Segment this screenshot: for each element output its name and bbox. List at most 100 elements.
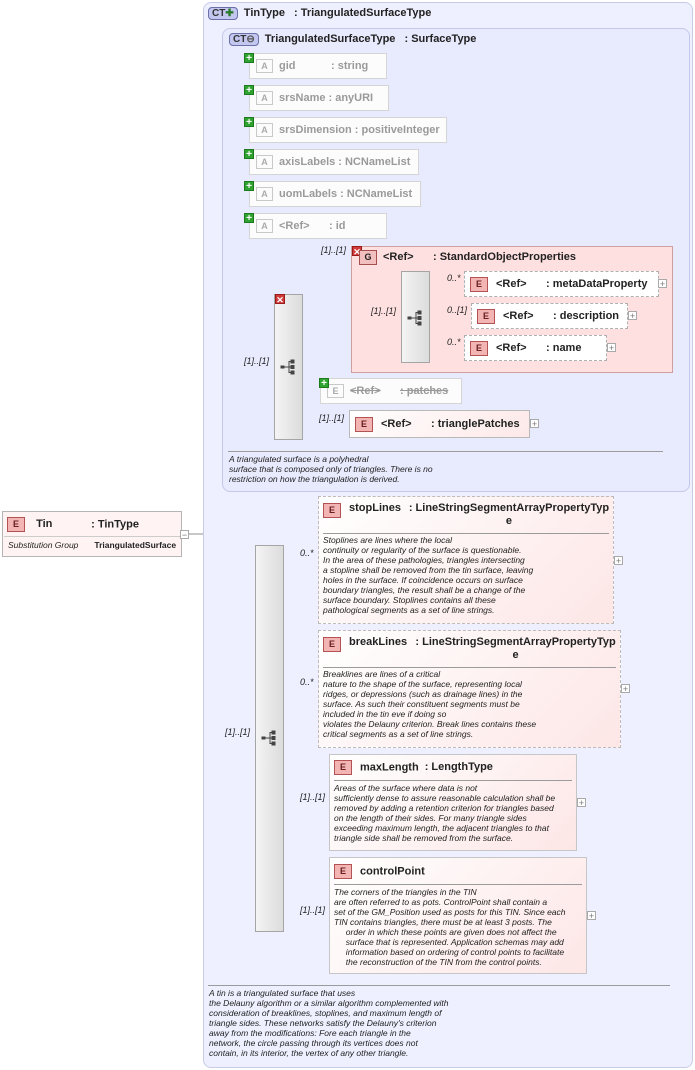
substitution-group: Substitution Group TriangulatedSurface	[8, 540, 176, 550]
stoplines-multiplicity: 0..*	[300, 548, 314, 558]
tin-type-base: : TriangulatedSurfaceType	[294, 7, 432, 19]
sequence-icon	[407, 310, 422, 326]
expand-icon[interactable]: +	[530, 419, 539, 429]
trianglepatches-element[interactable]: E<Ref>: trianglePatches	[349, 410, 530, 438]
tin-type-title: TinType	[243, 7, 285, 19]
breaklines-element[interactable]: E breakLines : LineStringSegmentArrayPro…	[318, 630, 621, 748]
controlpoint-multiplicity: [1]..[1]	[300, 905, 326, 915]
maxlength-multiplicity: [1]..[1]	[300, 792, 326, 802]
attribute-name: gid	[279, 60, 296, 72]
breaklines-multiplicity: 0..*	[300, 677, 314, 687]
tin-documentation: A tin is a triangulated surface that use…	[209, 988, 449, 1058]
expand-icon[interactable]: +	[658, 279, 667, 289]
element-icon: E	[327, 384, 344, 399]
expand-icon[interactable]: +	[587, 911, 596, 921]
tin-expand-icon[interactable]: −	[180, 530, 189, 540]
name-multiplicity: 0..*	[447, 337, 461, 347]
metadataproperty-multiplicity: 0..*	[447, 273, 461, 283]
element-type: : LineStringSegmentArrayPropertyType	[408, 502, 610, 527]
breaklines-documentation: Breaklines are lines of a critical natur…	[323, 669, 537, 739]
plus-icon: +	[244, 213, 254, 224]
sequence-icon	[261, 730, 276, 746]
attribute-icon: A	[256, 59, 273, 74]
complex-type-icon: CT⊖	[229, 33, 259, 46]
attribute-name: axisLabels	[279, 156, 336, 168]
expand-icon[interactable]: +	[614, 556, 623, 566]
attribute-name: <Ref>	[279, 220, 310, 232]
attribute-icon: A	[256, 91, 273, 106]
tin-element[interactable]: E Tin : TinType Substitution Group Trian…	[2, 511, 182, 557]
expand-icon[interactable]: +	[621, 684, 630, 694]
breaklines-header: E breakLines : LineStringSegmentArrayPro…	[323, 636, 618, 662]
element-name: <Ref>	[381, 418, 412, 430]
plus-icon: +	[244, 85, 254, 96]
optional-icon: ✕	[275, 294, 285, 305]
plus-icon: +	[244, 53, 254, 64]
attribute-name: srsName	[279, 92, 326, 104]
expand-icon[interactable]: +	[577, 798, 586, 808]
attribute-icon: A	[256, 123, 273, 138]
element-icon: E	[323, 637, 341, 652]
group-icon: G	[359, 250, 377, 265]
triangulated-surface-type-header: CT⊖ TriangulatedSurfaceType : SurfaceTyp…	[229, 33, 476, 47]
element-name: controlPoint	[360, 865, 425, 878]
tin-header: E Tin : TinType	[7, 517, 139, 532]
triangulated-surface-type-title: TriangulatedSurfaceType	[264, 33, 396, 45]
element-name: <Ref>	[496, 278, 527, 290]
attribute-ref-id[interactable]: A <Ref> : id	[249, 213, 387, 239]
expand-icon[interactable]: +	[607, 343, 616, 353]
maxlength-documentation: Areas of the surface where data is not s…	[334, 783, 556, 843]
tin-type: : TinType	[91, 518, 139, 531]
tin-name: Tin	[36, 518, 53, 531]
element-icon: E	[334, 760, 352, 775]
plus-icon: +	[319, 378, 329, 389]
element-name: stopLines	[349, 502, 401, 514]
name-element[interactable]: E<Ref>: name	[464, 335, 607, 361]
substitution-group-value: TriangulatedSurface	[94, 540, 177, 550]
stoplines-header: E stopLines : LineStringSegmentArrayProp…	[323, 502, 611, 528]
attribute-name: srsDimension	[279, 124, 352, 136]
attribute-type: : positiveInteger	[354, 124, 440, 136]
substitution-group-label: Substitution Group	[8, 540, 79, 550]
element-name: breakLines	[349, 636, 408, 648]
element-type: : description	[553, 310, 620, 322]
description-element[interactable]: E<Ref>: description	[471, 303, 628, 329]
plus-icon: +	[244, 181, 254, 192]
sop-header: G<Ref>: StandardObjectProperties	[359, 250, 576, 265]
element-icon: E	[470, 340, 488, 356]
complex-type-icon: CT✚	[208, 7, 238, 20]
plus-icon: +	[244, 149, 254, 160]
sop-type: : StandardObjectProperties	[433, 251, 577, 263]
attribute-type: : NCNameList	[338, 156, 411, 168]
attribute-type: : id	[329, 220, 346, 232]
expand-icon[interactable]: +	[628, 311, 637, 321]
attribute-icon: A	[256, 187, 273, 202]
attribute-icon: A	[256, 219, 273, 234]
element-type: : trianglePatches	[431, 418, 520, 430]
plus-icon: +	[244, 117, 254, 128]
description-multiplicity: 0..[1]	[447, 305, 468, 315]
element-icon: E	[470, 276, 488, 292]
metadataproperty-element[interactable]: E<Ref>: metaDataProperty	[464, 271, 659, 297]
element-name: maxLength	[360, 761, 419, 774]
element-icon: E	[7, 517, 25, 532]
element-type: : LengthType	[424, 761, 493, 774]
element-type: : name	[546, 342, 582, 354]
element-name: <Ref>	[350, 385, 381, 397]
element-type: : LineStringSegmentArrayPropertyType	[415, 636, 616, 661]
patches-element[interactable]: E<Ref>: patches	[320, 378, 462, 404]
attribute-icon: A	[256, 155, 273, 170]
stoplines-element[interactable]: E stopLines : LineStringSegmentArrayProp…	[318, 496, 614, 624]
sequence-icon	[280, 359, 295, 375]
attribute-type: : anyURI	[328, 92, 374, 104]
controlpoint-documentation: The corners of the triangles in the TIN …	[334, 887, 566, 967]
